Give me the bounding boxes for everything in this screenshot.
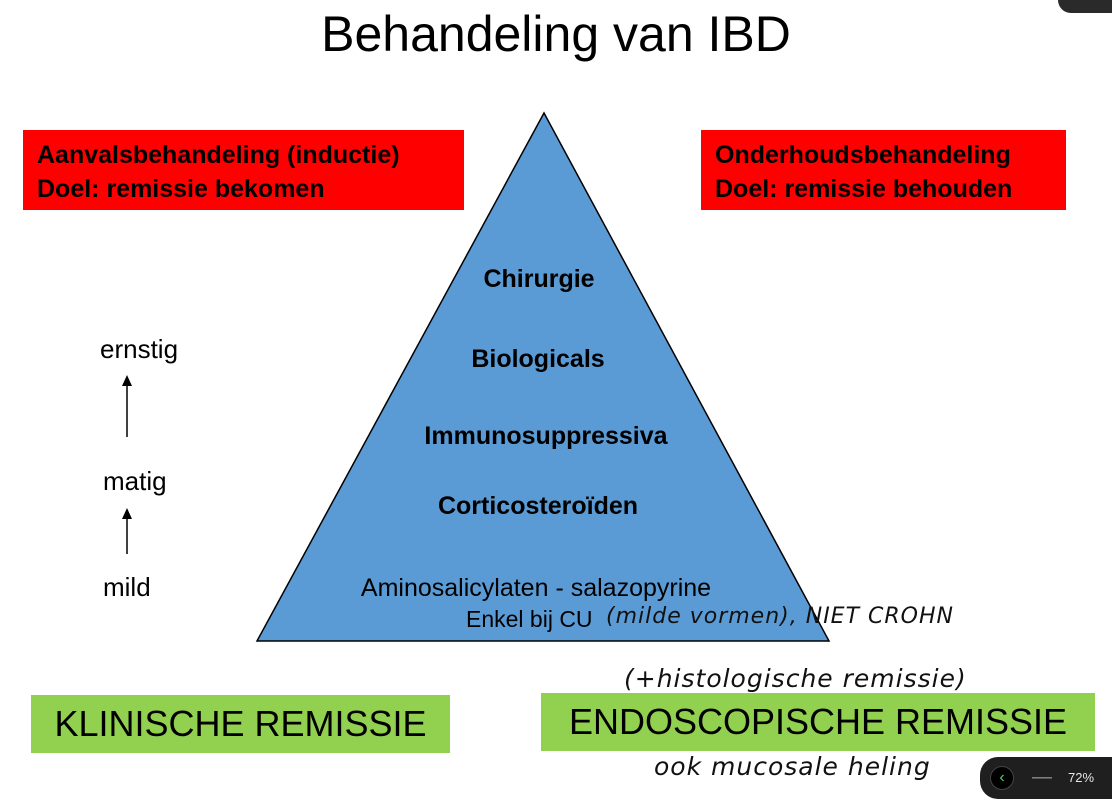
handwritten-annotation-mucosal: ook mucosale heling [654,752,931,781]
induction-line1: Aanvalsbehandeling (inductie) [37,141,400,169]
severity-high: ernstig [100,334,179,364]
endoscopic-remission-box: ENDOSCOPISCHE REMISSIE [541,693,1095,751]
pyramid-note: Enkel bij CU [466,606,593,632]
handwritten-annotation-crohn: (milde vormen), NIET CROHN [606,604,954,629]
pyramid-level-immunosuppressants: Immunosuppressiva [424,422,668,450]
arrow-up-icon [122,375,132,437]
zoom-out-button[interactable]: — [1032,766,1052,788]
clinical-remission-box: KLINISCHE REMISSIE [31,695,450,753]
maintenance-line1: Onderhoudsbehandeling [715,141,1011,169]
handwritten-annotation-histology: (+histologische remissie) [624,664,967,693]
induction-line2: Doel: remissie bekomen [37,175,325,203]
arrow-up-icon [122,508,132,554]
pyramid-level-biologicals: Biologicals [471,345,605,373]
zoom-level: 72% [1068,770,1095,785]
severity-low: mild [103,572,151,602]
pyramid-level-corticosteroids: Corticosteroïden [437,492,639,520]
maintenance-box: Onderhoudsbehandeling Doel: remissie beh… [701,130,1066,210]
severity-mid: matig [103,466,167,496]
slide-title: Behandeling van IBD [321,6,791,62]
maintenance-line2: Doel: remissie behouden [715,175,1013,203]
chevron-left-icon[interactable]: ‹ [990,766,1014,790]
window-corner [1058,0,1112,13]
pyramid-triangle [255,111,831,642]
pyramid-level-surgery: Chirurgie [483,265,595,293]
induction-box: Aanvalsbehandeling (inductie) Doel: remi… [23,130,464,210]
pyramid-base: Aminosalicylaten - salazopyrine [360,574,712,602]
zoom-control: ‹ — 72% [980,757,1112,799]
